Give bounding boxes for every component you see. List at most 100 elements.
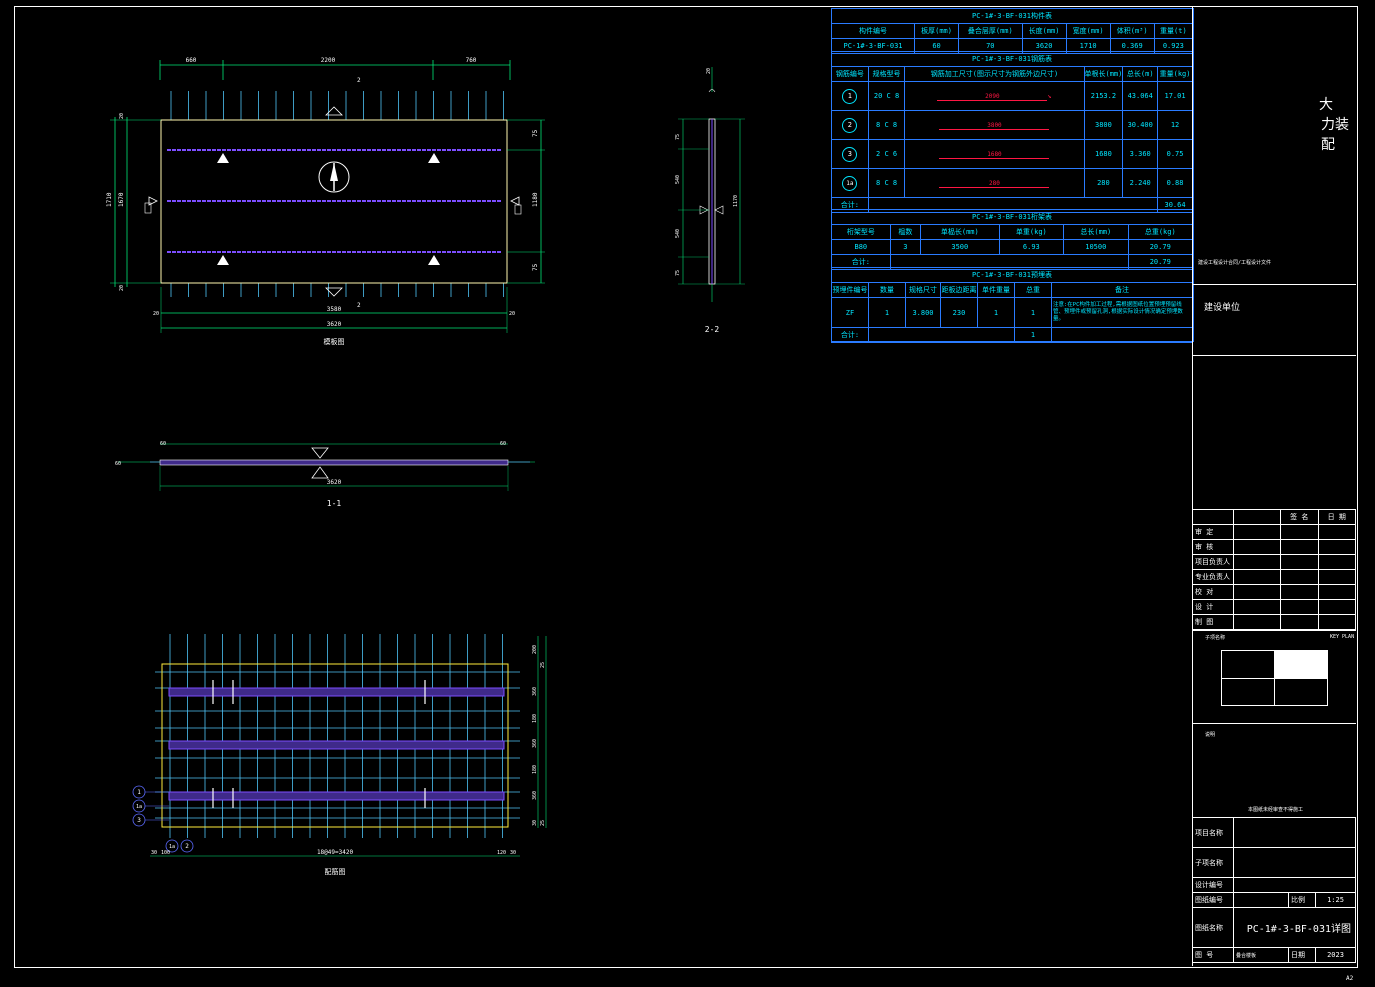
scale-label: 比例 — [1288, 892, 1316, 908]
sign-row-label: 专业负责人 — [1192, 569, 1234, 585]
plan-dim-bottom-total: 3620 — [327, 321, 342, 328]
component-header: 体积(m³) — [1109, 23, 1155, 39]
sheet-size-label: A2 — [1346, 975, 1354, 982]
rebar-shape: 280 — [904, 168, 1085, 198]
rebar-spec: 8 C 8 — [867, 110, 906, 140]
company-char-1: 大 — [1319, 97, 1333, 113]
section1-dim-left: 60 — [160, 441, 166, 447]
embed-cell: 1 — [977, 297, 1015, 328]
design-no-label: 设计编号 — [1192, 877, 1234, 893]
plan-cut-mark-top: 2 — [357, 77, 361, 84]
tb-divider-1 — [1192, 284, 1356, 285]
title-block — [1192, 6, 1356, 966]
embed-cell: 3.800 — [905, 297, 941, 328]
component-header: 重量(t) — [1153, 23, 1194, 39]
truss-header: 桁架型号 — [831, 224, 891, 240]
sign-row-label: 审 定 — [1192, 524, 1234, 540]
rebar-no-cell: 3 — [831, 139, 869, 169]
rebar-no-cell: 2 — [831, 110, 869, 140]
plan-view-title: 模板图 — [324, 337, 345, 346]
plan-dim-top-1: 660 — [186, 57, 197, 64]
rebar-dim-right-5: 360 — [532, 739, 538, 748]
component-header: 叠合层厚(mm) — [958, 23, 1023, 39]
plan-cut-mark-bottom: 2 — [357, 302, 361, 309]
rebar-view-title: 配筋图 — [325, 867, 346, 876]
signature-table: 签 名 日 期 审 定 审 核 项目负责人 专业负责人 校 对 设 计 制 图 — [1192, 509, 1356, 630]
truss-header: 榀数 — [889, 224, 922, 240]
truss-cell: 6.93 — [998, 239, 1065, 255]
info-table: 项目名称 子项名称 设计编号 图纸编号 比例 1:25 图纸名称 PC-1#-3… — [1192, 817, 1356, 963]
plan-dim-bottom-edge-right: 20 — [509, 311, 515, 317]
rebar-unit-len: 3800 — [1083, 110, 1124, 140]
component-header: 长度(mm) — [1021, 23, 1067, 39]
rebar-header: 总长(m) — [1122, 66, 1159, 82]
remark-label: 说明 — [1205, 732, 1216, 738]
rebar-no-1a: 1a — [842, 175, 858, 191]
rebar-dim-right-6: 180 — [532, 765, 538, 774]
section-2-2: 20 75 540 540 75 1170 2-2 — [675, 67, 745, 334]
scale-value: 1:25 — [1315, 892, 1356, 908]
component-header: 板厚(mm) — [914, 23, 960, 39]
section1-dim-right: 60 — [500, 441, 506, 447]
rebar-dim-right-8: 30 — [532, 820, 538, 826]
key-plan-diagram — [1221, 650, 1328, 706]
truss-table-title: PC-1#-3-BF-031桁架表 — [831, 209, 1193, 225]
component-table-title: PC-1#-3-BF-031构件表 — [831, 8, 1193, 24]
rebar-dim-right-3: 360 — [532, 687, 538, 696]
rebar-dim-bottom-left-1: 30 — [151, 850, 157, 856]
rebar-total: 30.400 — [1122, 110, 1159, 140]
company-char-3: 配 — [1321, 137, 1335, 153]
drawing-name-label: 图纸名称 — [1192, 907, 1234, 948]
plan-dim-left-edge-bottom: 20 — [119, 285, 125, 291]
date-value: 2023 — [1315, 947, 1356, 963]
company-note: 建设工程设计合同/工程设计文件 — [1198, 260, 1272, 266]
truss-cell: 3500 — [920, 239, 1000, 255]
rebar-shape: 2090↘ — [904, 81, 1085, 111]
section1-dim-total: 3620 — [327, 479, 342, 486]
section-1-1: 60 60 60 3620 1-1 — [115, 441, 535, 508]
key-plan-tag: KEY PLAN — [1330, 634, 1355, 640]
sign-row-label: 校 对 — [1192, 584, 1234, 600]
plan-dim-bottom-edge-left: 20 — [153, 311, 159, 317]
sheet-label: 图 号 — [1192, 947, 1234, 963]
rebar-unit-len: 2153.2 — [1083, 81, 1124, 111]
truss-cell: 20.79 — [1127, 239, 1194, 255]
sign-header-date: 日 期 — [1317, 509, 1356, 525]
truss-table: PC-1#-3-BF-031桁架表 桁架型号 榀数 单榀长(mm) 单重(kg)… — [831, 209, 1194, 270]
plan-dim-top-2: 2200 — [321, 57, 336, 64]
embed-cell: 1 — [1014, 297, 1052, 328]
rebar-no-cell: 1 — [831, 81, 869, 111]
rebar-unit-len: 280 — [1083, 168, 1124, 198]
embed-header: 规格尺寸 — [905, 282, 941, 298]
sign-row-label: 审 核 — [1192, 539, 1234, 555]
embed-table: PC-1#-3-BF-031预埋表 预埋件编号 数量 规格尺寸 距板边距离 单件… — [831, 267, 1193, 343]
rebar-dim-bottom-left-2: 100 — [161, 850, 170, 856]
key-plan-box — [1192, 630, 1356, 724]
rebar-table-title: PC-1#-3-BF-031钢筋表 — [831, 51, 1193, 67]
plan-dim-right-2: 1180 — [532, 192, 539, 207]
rebar-header: 规格型号 — [867, 66, 906, 82]
section2-dim-left-2: 540 — [675, 175, 681, 184]
rebar-weight: 12 — [1157, 110, 1193, 140]
plan-dim-left-inner: 1670 — [118, 192, 125, 207]
section2-dim-left-1: 75 — [675, 134, 681, 140]
drawing-no-label: 图纸编号 — [1192, 892, 1234, 908]
plan-dim-right-1: 75 — [532, 129, 539, 137]
embed-header: 总重 — [1014, 282, 1052, 298]
component-header: 宽度(mm) — [1065, 23, 1111, 39]
rebar-view: 1 1a 3 1a 2 200 25 360 180 360 180 360 3… — [132, 634, 547, 876]
rebar-marker-1a: 1a — [136, 804, 142, 810]
embed-table-title: PC-1#-3-BF-031预埋表 — [831, 267, 1193, 283]
sign-row-label: 设 计 — [1192, 599, 1234, 615]
company-logo: 大 力装 配 — [1305, 95, 1349, 155]
rebar-marker-3: 3 — [137, 817, 141, 824]
section1-dim-thickness: 60 — [115, 461, 121, 467]
plan-dim-top-3: 760 — [466, 57, 477, 64]
sign-row-label: 项目负责人 — [1192, 554, 1234, 570]
embed-note: 注意:在PC构件加工过程,需根据图纸位置预埋预留线管、预埋件或预留孔洞,根据实际… — [1051, 297, 1193, 328]
embed-header: 距板边距离 — [940, 282, 978, 298]
rebar-dim-right-2: 25 — [540, 662, 546, 668]
client-label: 建设单位 — [1204, 303, 1241, 313]
key-plan-label: 子项名称 — [1205, 635, 1226, 641]
sheet-value: 叠合楼板 — [1233, 947, 1289, 963]
